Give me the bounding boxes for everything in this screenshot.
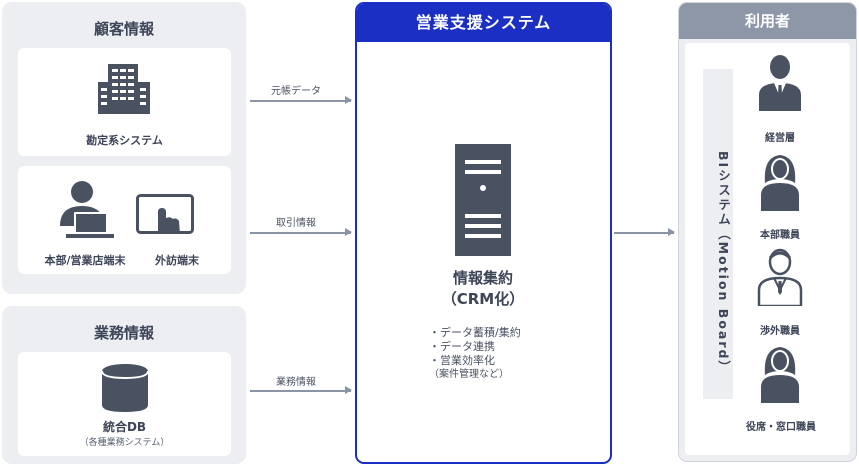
business-arrow [250, 387, 352, 393]
ledger-arrow [250, 97, 352, 103]
integrated-db-sublabel: （各種業務システム） [79, 438, 170, 448]
mobile-terminal-label: 外訪端末 [155, 254, 199, 267]
crm-system-title: 営業支援システム [357, 4, 610, 42]
bi-system-bar: BIシステム（Motion Board） [703, 69, 733, 399]
user-role-label: 役席・窓口職員 [746, 422, 816, 433]
business-info-title: 業務情報 [93, 324, 154, 342]
transaction-arrow-label: 取引情報 [276, 218, 316, 229]
database-icon [102, 364, 148, 412]
hq-staff-person-icon [761, 155, 799, 211]
executive-person-icon [759, 55, 801, 111]
integrated-db-label: 統合DB [102, 420, 147, 434]
users-body: BIシステム（Motion Board） 経営層 本部職員 渉外職員 [685, 43, 850, 455]
pc-user-icon [60, 181, 114, 238]
crm-bullet: ・データ連携 [429, 340, 495, 353]
user-role-label: 渉外職員 [760, 326, 800, 337]
terminals-box: 本部/営業店端末 外訪端末 [18, 166, 231, 274]
crm-main-sub: （CRM化） [441, 290, 525, 308]
crm-bullet-note: （案件管理など） [429, 369, 509, 380]
customer-info-title: 顧客情報 [93, 20, 154, 38]
customer-info-panel: 顧客情報 勘定系システム 本部/営業店端末 [2, 2, 246, 294]
users-panel: 利用者 BIシステム（Motion Board） 経営層 本部職員 [678, 2, 857, 462]
crm-main-label: 情報集約 [452, 269, 513, 287]
business-info-panel: 業務情報 統合DB （各種業務システム） [2, 306, 246, 464]
building-icon [98, 64, 150, 114]
crm-bullet: ・営業効率化 [429, 354, 495, 367]
transaction-arrow [250, 229, 352, 235]
accounting-system-box: 勘定系システム [18, 48, 231, 156]
tablet-touch-icon [136, 194, 194, 234]
users-title: 利用者 [679, 3, 856, 39]
branch-terminal-label: 本部/営業店端末 [44, 254, 126, 267]
counter-staff-person-icon [761, 347, 799, 403]
ledger-arrow-label: 元帳データ [271, 86, 321, 97]
crm-bullet: ・データ蓄積/集約 [429, 326, 521, 339]
crm-bullet-list: ・データ蓄積/集約 ・データ連携 ・営業効率化 （案件管理など） [429, 326, 521, 382]
integrated-db-box: 統合DB （各種業務システム） [18, 352, 231, 456]
user-role-label: 経営層 [765, 133, 795, 144]
accounting-system-label: 勘定系システム [86, 134, 163, 147]
bi-system-label: BIシステム（Motion Board） [716, 151, 731, 375]
server-icon [455, 144, 511, 256]
user-role-label: 本部職員 [760, 230, 800, 241]
output-arrow [614, 229, 675, 235]
sales-staff-person-icon [757, 248, 803, 306]
business-arrow-label: 業務情報 [276, 377, 316, 388]
crm-system-panel: 営業支援システム 情報集約 （CRM化） ・データ蓄積/集約 ・データ連携 ・営… [355, 2, 612, 464]
